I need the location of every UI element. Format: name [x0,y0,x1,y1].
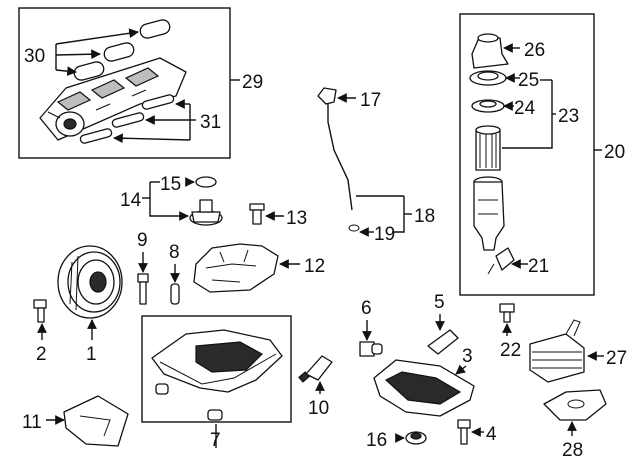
callout-21: 21 [528,256,549,277]
callout-26: 26 [524,40,545,61]
callout-31: 31 [200,112,221,133]
cover-plug-14 [189,199,223,226]
callout-30: 30 [24,46,45,67]
callout-11: 11 [22,412,42,433]
bolt-22 [499,303,515,323]
callout-25: 25 [518,70,539,91]
callout-29: 29 [242,72,263,93]
oil-filter-cap-26 [471,33,509,69]
callout-9: 9 [137,230,148,251]
oring-15 [195,176,217,188]
baffle-12 [193,243,279,293]
oil-filter-housing [473,176,505,251]
callout-10: 10 [308,398,329,419]
sensor-10 [298,355,333,383]
bracket-11 [63,395,129,447]
callout-18: 18 [414,206,435,227]
crankshaft-pulley-1 [57,245,123,319]
callout-13: 13 [286,208,307,229]
intake-gaskets-31 [79,94,175,144]
oring-24 [471,99,505,113]
callout-2: 2 [36,344,47,365]
callout-16: 16 [366,430,387,451]
callout-23: 23 [558,106,579,127]
callout-20: 20 [604,142,625,163]
oil-pan-group-box [141,315,292,423]
intake-manifold-part [39,57,187,141]
callout-3: 3 [462,346,473,367]
bolt-9 [137,273,149,305]
callout-5: 5 [434,292,445,313]
callout-22: 22 [500,340,521,361]
callout-7: 7 [210,430,221,451]
callout-24: 24 [514,98,536,119]
oil-filter-group-box [459,13,595,296]
callout-6: 6 [361,298,372,319]
bolt-4 [457,419,471,445]
oil-filter-element [475,125,501,171]
oil-filter-valve-21 [487,247,515,275]
callout-4: 4 [486,424,497,445]
callout-12: 12 [304,256,325,277]
oil-pan-lower-3 [373,359,475,417]
oil-pan-upper-7 [151,329,283,421]
callout-8: 8 [169,242,180,263]
intake-gaskets-30 [73,19,171,81]
oring-25 [469,70,507,86]
callout-27: 27 [606,348,627,369]
callout-14: 14 [120,190,142,211]
callout-17: 17 [360,90,381,111]
drain-plug-6 [359,341,383,357]
oil-cooler-27 [529,319,585,383]
bolt-2 [33,299,47,323]
sensor-5 [427,329,459,355]
dowel-8 [170,283,180,305]
bolt-13 [249,203,265,225]
callout-1: 1 [86,344,97,365]
callout-19: 19 [374,224,395,245]
callout-15: 15 [160,174,181,195]
plug-16 [405,431,427,445]
intake-manifold-group-box [18,7,231,159]
callout-28: 28 [562,440,583,461]
gasket-28 [543,389,607,421]
dipstick-part [317,87,360,232]
